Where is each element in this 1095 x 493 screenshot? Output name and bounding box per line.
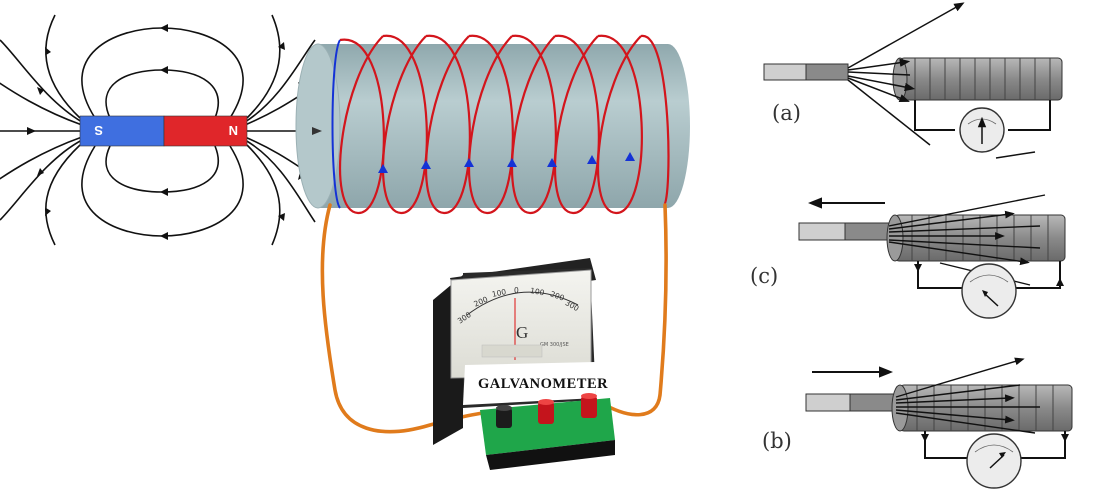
magnet-dark-half (805, 63, 849, 81)
winding-1 (338, 35, 385, 215)
coil-turns (914, 58, 1051, 100)
field-loop-inner-top (105, 69, 220, 119)
terminal-positive-1 (538, 402, 554, 424)
field-arrow-into-coil (312, 127, 322, 135)
field-line-left-4 (0, 136, 83, 180)
scale-label: 0 (514, 286, 519, 295)
bar-magnet-field: S N (0, 14, 325, 246)
meter-name-label: GALVANOMETER (478, 376, 608, 392)
magnet-dark-half (849, 393, 897, 412)
magnet-light-half (798, 222, 846, 241)
winding-7 (596, 34, 643, 215)
magnet-south-pole (79, 115, 165, 147)
arrow-head (45, 47, 51, 55)
coil-end (886, 214, 904, 262)
winding-5 (510, 34, 557, 215)
meter-terminals (496, 393, 597, 428)
arrow-head (160, 24, 168, 32)
terminal-cap (581, 393, 597, 399)
meter-nameplate (463, 362, 596, 405)
field-line-left-6 (44, 144, 81, 246)
connecting-leads (320, 203, 668, 434)
meter-symbol: G (516, 323, 528, 342)
terminal-negative (496, 408, 512, 428)
south-pole-label: S (94, 123, 103, 138)
current-arrow (507, 158, 517, 167)
arrow-head (45, 208, 51, 216)
galvanometer: 300 200 100 0 100 200 300 G GM 300/JSE G… (433, 258, 615, 470)
arrow-head (37, 168, 44, 176)
solenoid-end-face (295, 43, 341, 209)
terminal-cap (538, 399, 554, 405)
field-line-left-3 (0, 139, 83, 221)
field-line-left-5 (45, 14, 81, 119)
field-line-right-6 (246, 144, 281, 246)
current-arrow (464, 158, 474, 167)
panel-b: (b) (762, 357, 1073, 489)
current-arrow (378, 164, 388, 173)
scale-label: 100 (491, 287, 507, 299)
panel-c: (c) (750, 194, 1066, 319)
current-arrows (378, 152, 635, 173)
field-loop-inner-bottom (105, 145, 220, 193)
meter-scale-labels: 300 200 100 0 100 200 300 (456, 286, 581, 326)
arrow-head (278, 42, 285, 50)
magnet-north-pole (163, 115, 248, 147)
winding-4 (467, 34, 514, 215)
panel-b-field-lines (895, 357, 1040, 434)
arrow-head (160, 232, 168, 240)
meter-range-label: GM 300/JSE (540, 342, 569, 348)
field-line-left-2 (0, 82, 83, 126)
scale-label: 100 (529, 286, 545, 297)
coil-wire-start (331, 39, 341, 209)
coil-body (899, 384, 1073, 432)
panel-a-field-lines (847, 2, 1036, 159)
north-pole-label: N (229, 123, 238, 138)
magnet-light-half (763, 63, 807, 81)
arrow-head (160, 188, 168, 196)
field-line-left-1 (0, 39, 83, 123)
coil-turns (911, 215, 1049, 261)
winding-6 (553, 34, 600, 215)
winding-8 (640, 34, 670, 206)
terminal-cap (496, 405, 512, 411)
magnet-light-half (805, 393, 851, 412)
arrow-head (37, 87, 44, 95)
coil-windings (338, 34, 670, 215)
current-arrow (547, 158, 557, 167)
current-arrow (421, 160, 431, 169)
meter-mirror-strip (481, 344, 543, 358)
coil-end (892, 57, 908, 101)
field-arrows (27, 24, 305, 240)
panel-a-circuit (914, 100, 1051, 131)
lead-right (598, 203, 668, 417)
winding-2 (381, 34, 428, 215)
field-line-right-5 (246, 14, 281, 119)
coil-end (891, 384, 909, 432)
magnet-dark-half (844, 222, 890, 241)
panel-c-label: (c) (750, 264, 778, 288)
winding-3 (424, 34, 471, 215)
panel-a: (a) (763, 2, 1063, 159)
panel-b-label: (b) (762, 429, 792, 453)
current-arrow (587, 155, 597, 164)
panel-c-meter (961, 263, 1017, 319)
arrow-head (278, 213, 285, 221)
meter-base (486, 440, 615, 470)
panel-a-label: (a) (772, 101, 801, 125)
meter-scale-arc (466, 291, 579, 316)
arrow-head (27, 127, 36, 135)
lead-left (320, 203, 509, 434)
panel-b-meter (966, 433, 1022, 489)
terminal-positive-2 (581, 396, 597, 418)
arrow-head (160, 66, 168, 74)
field-line-right-3 (244, 139, 316, 223)
coil-body (899, 57, 1063, 101)
panel-c-needle (984, 293, 999, 307)
current-arrow (625, 152, 635, 161)
field-line-right-1 (244, 39, 316, 123)
solenoid (295, 34, 690, 215)
